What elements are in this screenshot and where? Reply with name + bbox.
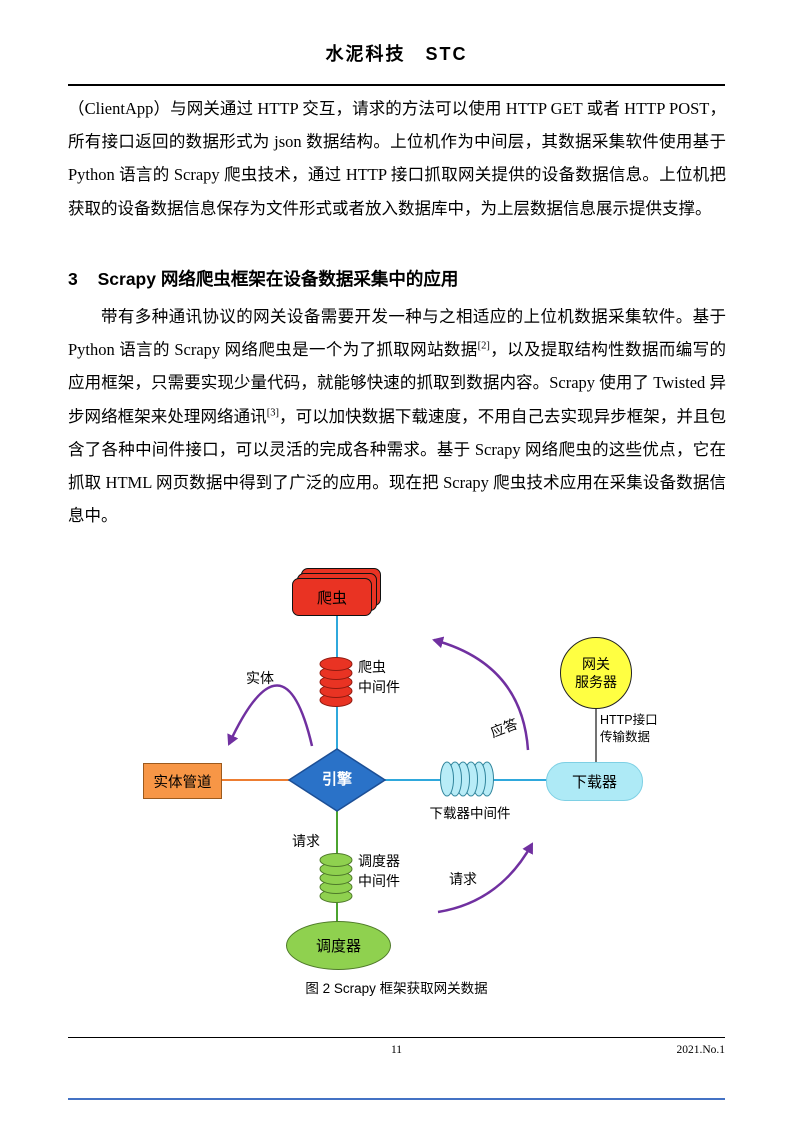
scheduler-middleware-label-line1: 调度器 [358, 853, 400, 869]
request-flow-arrow [437, 842, 534, 914]
downloader-middleware-cylinder [440, 761, 494, 797]
request-right-label: 请求 [449, 871, 477, 887]
paragraph-2-text: ，可以加快数据下载速度，不用自己去实现异步框架，并且包含了各种中间件接口，可以灵… [68, 406, 727, 526]
downloader-label: 下载器 [571, 774, 617, 791]
spider-label: 爬虫 [316, 589, 347, 607]
downloader-node: 下载器 [546, 762, 643, 801]
diagram-canvas [216, 614, 597, 926]
spider-middleware-label: 爬虫 中间件 [358, 657, 400, 697]
gateway-label-line2: 服务器 [575, 674, 617, 690]
footer-blue-rule [68, 1098, 725, 1100]
response-flow-arrow [432, 636, 530, 751]
scheduler-node: 调度器 [286, 921, 391, 970]
body-paragraph-continued: （ClientApp）与网关通过 HTTP 交互，请求的方法可以使用 HTTP … [68, 99, 726, 218]
header-rule [68, 84, 725, 86]
section-title: Scrapy 网络爬虫框架在设备数据采集中的应用 [97, 269, 459, 289]
footer-page-number: 11 [390, 1044, 403, 1056]
entity-flow-arrow [227, 684, 314, 747]
scheduler-middleware-label: 调度器 中间件 [358, 851, 400, 891]
section-number: 3 [68, 269, 78, 289]
item-pipeline-node: 实体管道 [143, 763, 222, 799]
paragraph-2-text: 带有多种通讯协议的网关设备需要开发一种与之相适应的上位机数据采集软件。基于 Py… [68, 307, 726, 360]
scheduler-middleware-label-line2: 中间件 [358, 873, 400, 889]
gateway-server-node: 网关 服务器 [560, 637, 632, 709]
journal-header-title: 水泥科技 STC [325, 44, 468, 64]
scrapy-framework-diagram: 爬虫 爬虫 中间件 实体 引擎 实体管道 网关 服务器 HTTP接口 传输数据 … [0, 560, 793, 980]
http-interface-label: HTTP接口 传输数据 [600, 712, 658, 746]
spider-middleware-label-line2: 中间件 [358, 679, 400, 695]
citation-ref-3: [3] [266, 407, 279, 419]
citation-ref-2: [2] [477, 340, 490, 352]
figure-caption: 图 2 Scrapy 框架获取网关数据 [305, 981, 488, 996]
http-interface-label-line1: HTTP接口 [600, 713, 658, 727]
spider-middleware-label-line1: 爬虫 [358, 659, 386, 675]
scheduler-middleware-cylinder [319, 853, 353, 903]
item-pipeline-label: 实体管道 [153, 774, 212, 791]
request-left-label: 请求 [292, 833, 320, 849]
entity-flow-label: 实体 [246, 670, 274, 686]
footer-issue: 2021.No.1 [676, 1044, 725, 1056]
footer-rule [68, 1037, 725, 1038]
spider-middleware-cylinder [319, 657, 353, 707]
downloader-middleware-label: 下载器中间件 [429, 806, 511, 821]
gateway-label-line1: 网关 [582, 656, 610, 672]
paragraph-2-text: ，以及提取结构性数据而编写的应用框架，只需要实现少量代码，就能够快速的抓取到数据… [68, 340, 726, 426]
scheduler-label: 调度器 [315, 938, 361, 955]
spider-card-front: 爬虫 [292, 578, 372, 616]
engine-label: 引擎 [321, 771, 352, 788]
body-paragraph-2: 带有多种通讯协议的网关设备需要开发一种与之相适应的上位机数据采集软件。基于 Py… [68, 300, 726, 532]
spider-node: 爬虫 [292, 568, 381, 616]
http-interface-label-line2: 传输数据 [600, 730, 651, 744]
engine-diamond [287, 748, 387, 812]
section-heading: 3 Scrapy 网络爬虫框架在设备数据采集中的应用 [68, 266, 726, 291]
